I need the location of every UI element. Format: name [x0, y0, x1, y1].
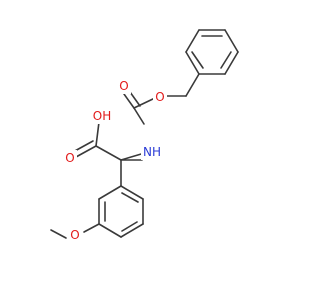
alpha-c-carboxyl-bond: [95, 145, 122, 161]
amine-label: NH: [143, 145, 161, 159]
o-methyl-bond: [50, 229, 67, 239]
ring-bond: [98, 223, 122, 238]
ring-bond: [224, 51, 239, 75]
ring-double-bond: [121, 192, 139, 203]
aryl-o-bond: [83, 223, 100, 233]
carbamate-c-o-bond-1: [123, 93, 135, 109]
structure-diagram: OH O NH O O O: [50, 29, 239, 243]
label-background: [63, 150, 77, 166]
ring-bond: [98, 185, 122, 200]
hydroxyl-label: OH: [93, 109, 111, 123]
ring-double-bond: [220, 51, 232, 69]
label-background: [141, 144, 163, 160]
ring-bond: [185, 29, 200, 53]
ring-bond: [185, 51, 200, 75]
ring-double-bond: [191, 51, 204, 69]
ring-bond: [224, 29, 239, 53]
acid-carbonyl-oxygen-label: O: [65, 151, 74, 165]
label-background: [91, 108, 113, 124]
label-background: [153, 89, 167, 105]
benzyl-phenyl-ring: [185, 29, 239, 75]
label-background: [117, 78, 131, 94]
carbamate-c-o-bond-2: [129, 91, 141, 107]
carboxyl-c-oh-bond: [95, 121, 100, 147]
benzyl-ch2-bond: [185, 73, 200, 97]
ester-oxygen-label: O: [155, 90, 164, 104]
ring-bond: [120, 185, 144, 200]
label-background: [68, 227, 82, 243]
carboxyl-c-o-bond-1: [75, 145, 97, 158]
ester-o-c-bond: [133, 97, 156, 109]
methoxyphenyl-ring: [98, 185, 144, 238]
methoxy-oxygen-label: O: [70, 228, 79, 242]
ring-double-bond: [121, 221, 138, 232]
carbamate-carbonyl-oxygen-label: O: [119, 79, 128, 93]
carbamate-c-n-bond: [133, 107, 145, 125]
ring-bond: [120, 223, 144, 238]
